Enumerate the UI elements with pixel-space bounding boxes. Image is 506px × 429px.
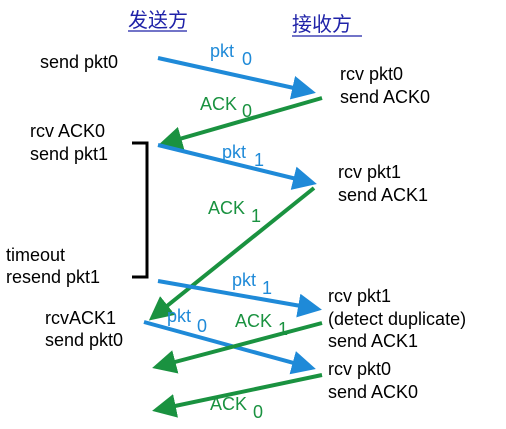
arrow-ack0-first [158,96,323,151]
message-subscript: 1 [278,319,288,339]
message-base: pkt [167,306,191,326]
message-subscript: 1 [254,150,264,170]
message-label-ack0-second: ACK 0 [210,394,263,422]
sender-event-resend-pkt1: resend pkt1 [6,267,100,287]
receiver-event-rcv-pkt1: rcv pkt1 [338,162,401,182]
arrow-pkt0-second [143,320,316,375]
message-base: ACK [200,94,237,114]
message-base: pkt [210,41,234,61]
receiver-header: 接收方 [292,12,362,37]
message-label-ack1-first: ACK 1 [208,198,261,226]
arrow-ack0-second [152,373,323,418]
receiver-event-send-ack1: send ACK1 [338,185,428,205]
message-subscript: 0 [242,49,252,69]
sender-header-label: 发送方 [128,8,188,32]
arrow-ack1-first [148,186,316,321]
message-base: pkt [222,142,246,162]
sender-header: 发送方 [128,8,188,32]
sender-event-rcv-ack1: rcvACK1 [45,308,116,328]
receiver-event-rcv-pkt1-dup: rcv pkt1 [328,286,391,306]
message-subscript: 1 [251,206,261,226]
message-base: pkt [232,270,256,290]
arrow-pkt1-resend [157,279,322,318]
message-base: ACK [208,198,245,218]
receiver-event-send-ack0: send ACK0 [340,87,430,107]
receiver-event-send-ack1-dup: send ACK1 [328,331,418,351]
message-label-pkt0-first: pkt 0 [210,41,252,69]
sender-event-timeout: timeout [6,245,65,265]
arrow-pkt0-first [157,56,316,100]
message-label-pkt1-resend: pkt 1 [232,270,272,298]
receiver-event-rcv-pkt0-second: rcv pkt0 [328,359,391,379]
message-label-pkt0-second: pkt 0 [167,306,207,336]
receiver-header-label: 接收方 [292,12,352,36]
message-subscript: 0 [197,316,207,336]
sender-event-send-pkt0: send pkt0 [40,52,118,72]
message-base: ACK [210,394,247,414]
message-base: ACK [235,311,272,331]
message-label-ack1-duplicate: ACK 1 [235,311,288,339]
message-subscript: 1 [262,278,272,298]
message-subscript: 0 [253,402,263,422]
receiver-event-send-ack0-second: send ACK0 [328,382,418,402]
message-subscript: 0 [242,101,252,121]
receiver-event-rcv-pkt0: rcv pkt0 [340,64,403,84]
message-label-pkt1-first: pkt 1 [222,142,264,170]
sender-event-rcv-ack0: rcv ACK0 [30,121,105,141]
timer-bracket [132,141,149,279]
sender-event-send-pkt0-second: send pkt0 [45,330,123,350]
arrow-ack1-duplicate [152,321,323,374]
sender-event-send-pkt1: send pkt1 [30,144,108,164]
receiver-event-detect-duplicate: (detect duplicate) [328,309,466,329]
arrow-pkt1-first [157,143,317,190]
